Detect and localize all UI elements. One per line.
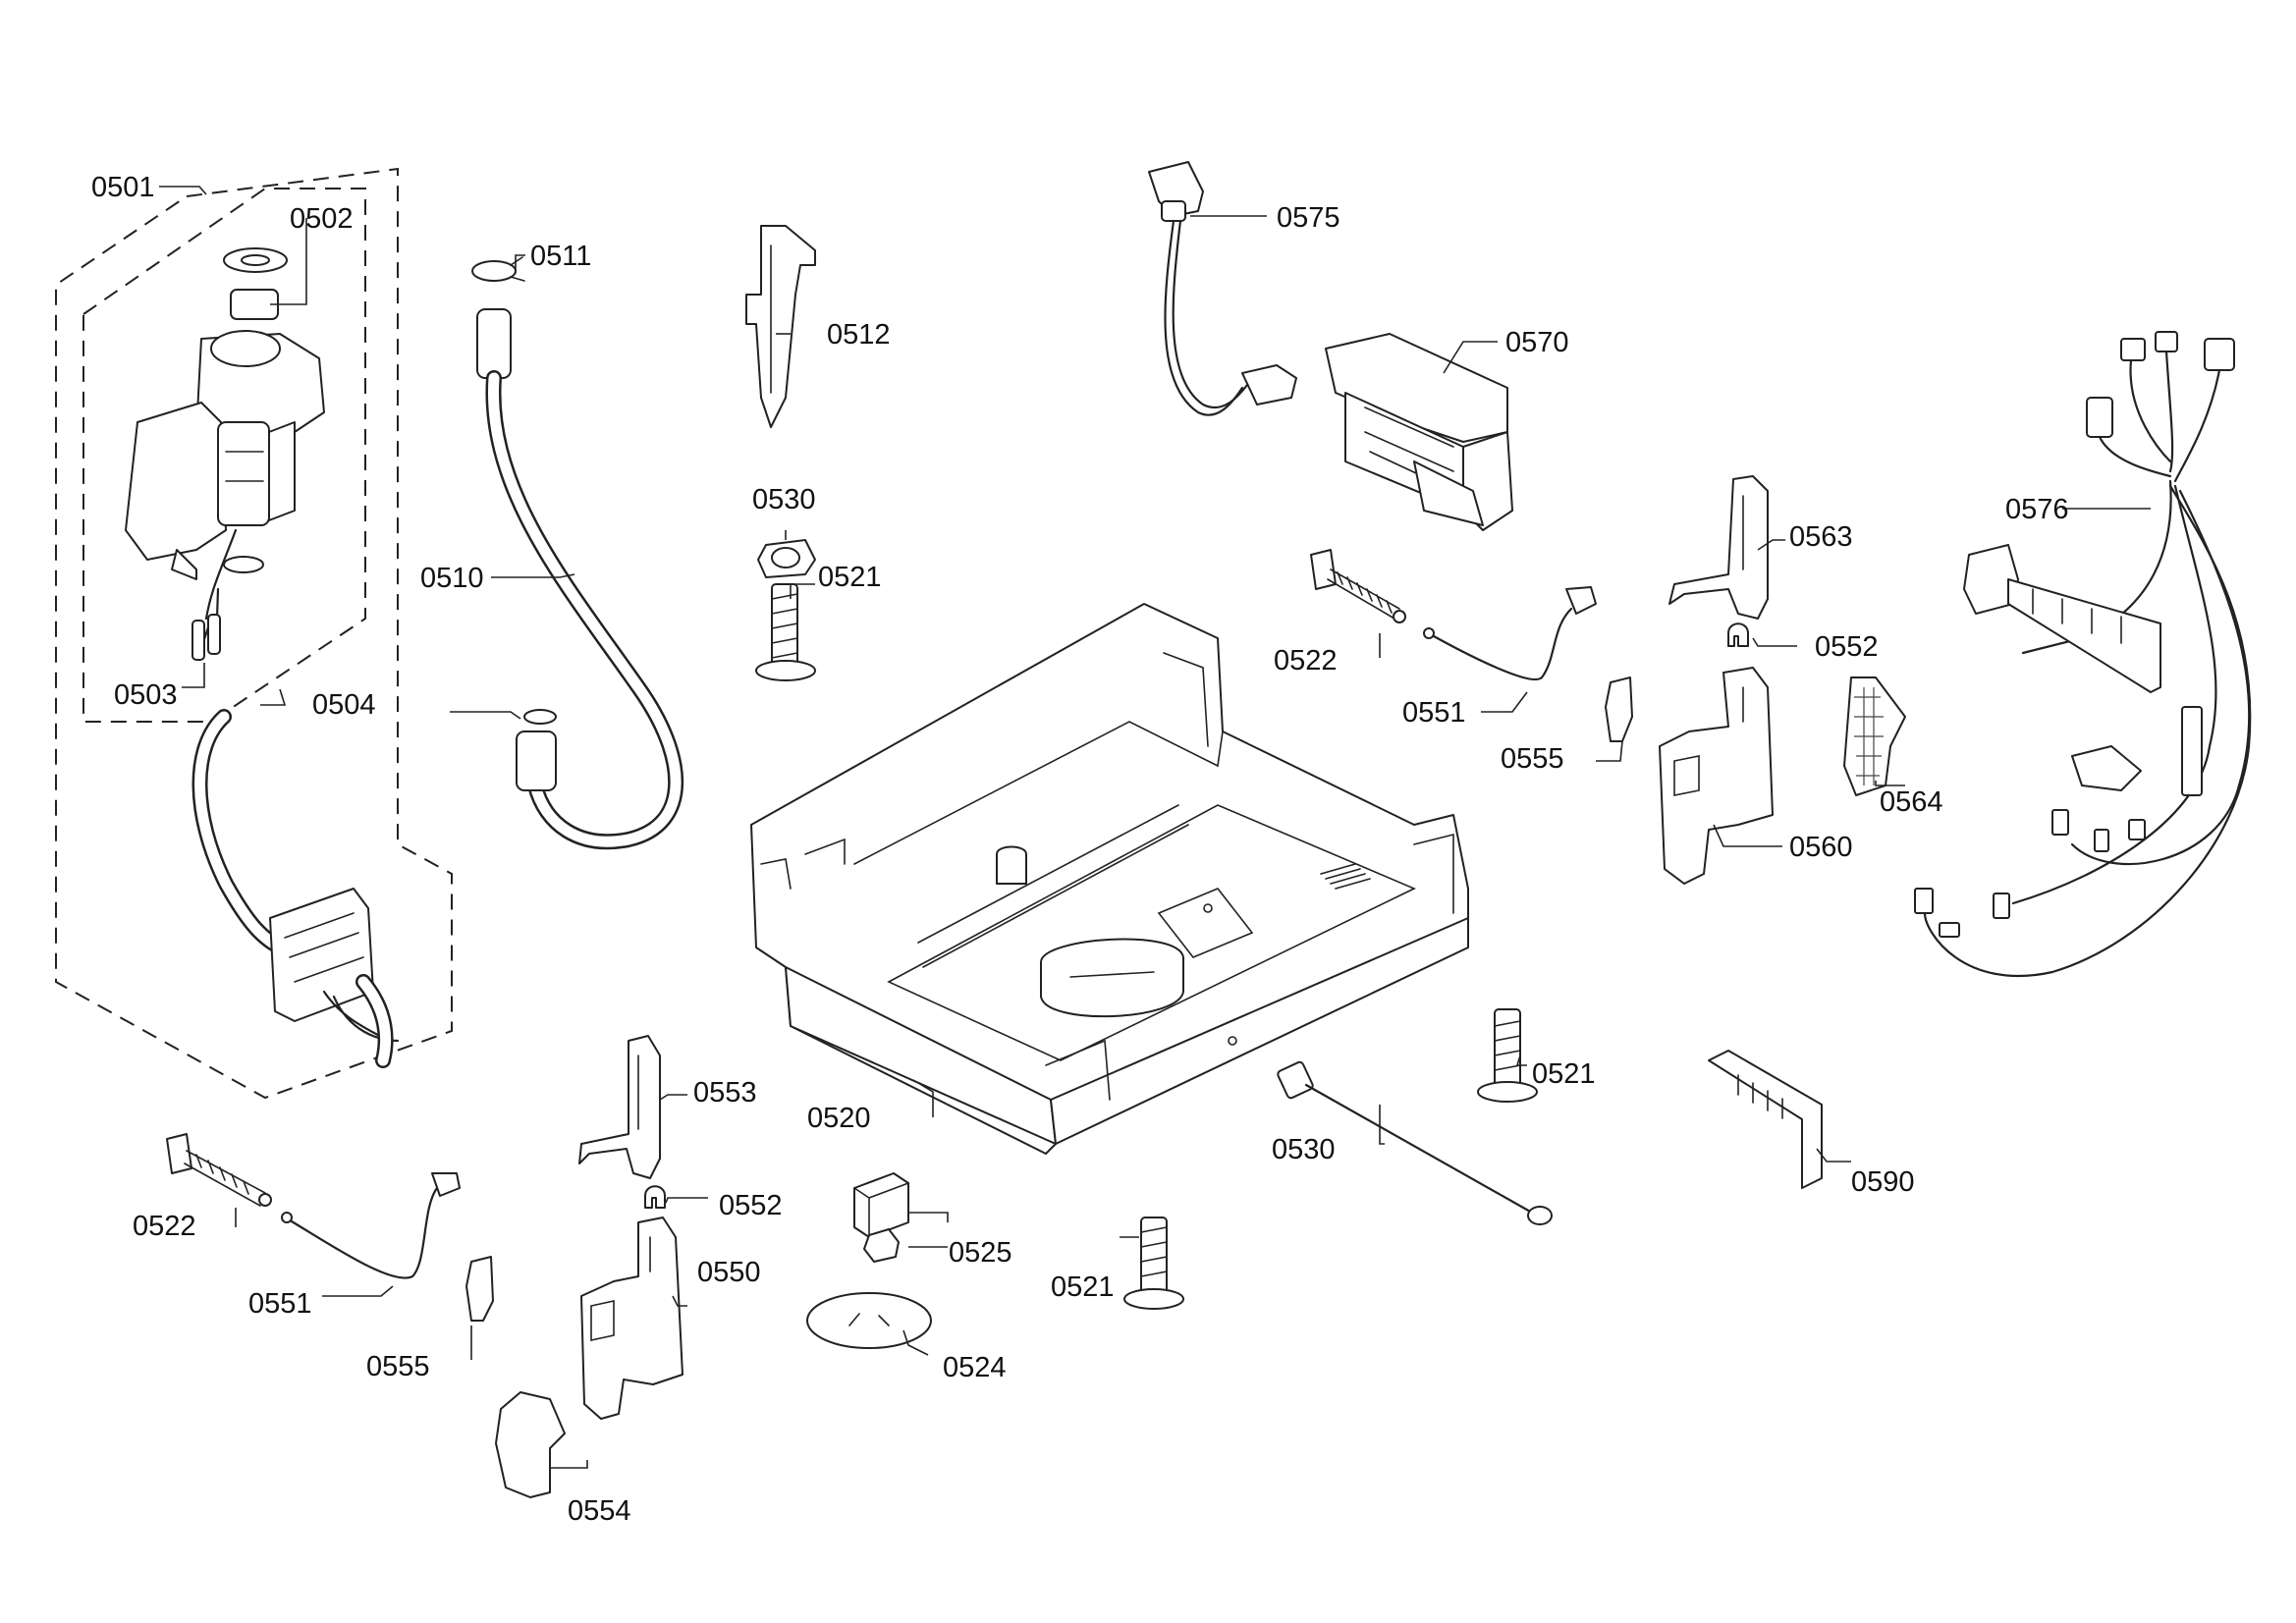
- label-0520: 0520: [807, 1103, 871, 1134]
- label-0553: 0553: [693, 1077, 757, 1109]
- foot-screw-0521-upper[interactable]: [755, 583, 816, 681]
- label-0530-lower: 0530: [1272, 1134, 1336, 1165]
- clip-0552-right[interactable]: [1727, 622, 1749, 647]
- side-bracket-0550[interactable]: [580, 1217, 683, 1420]
- wiring-harness-0576[interactable]: [1914, 331, 2252, 978]
- label-0512: 0512: [827, 319, 891, 351]
- label-0590: 0590: [1851, 1166, 1915, 1198]
- cable-0551-left[interactable]: [281, 1172, 461, 1279]
- label-0521-upper: 0521: [818, 562, 882, 593]
- label-0570: 0570: [1505, 327, 1569, 358]
- side-bracket-0560[interactable]: [1659, 667, 1774, 885]
- label-0525: 0525: [949, 1237, 1012, 1269]
- label-0502: 0502: [290, 203, 354, 235]
- label-0555-left: 0555: [366, 1351, 430, 1382]
- label-0555-right: 0555: [1501, 743, 1564, 775]
- spring-0522-left[interactable]: [166, 1133, 272, 1207]
- power-cord-0575[interactable]: [1148, 161, 1297, 416]
- water-valve-0502[interactable]: [125, 247, 325, 661]
- spring-0522-right[interactable]: [1310, 549, 1406, 623]
- label-0564: 0564: [1880, 786, 1943, 818]
- foot-screw-0521-lower[interactable]: [1123, 1217, 1184, 1310]
- power-module-0570[interactable]: [1325, 333, 1513, 531]
- label-0521-lower: 0521: [1051, 1271, 1115, 1303]
- leader-lines: [159, 186, 2151, 1469]
- hose-clamp-0511[interactable]: [471, 256, 525, 282]
- hinge-bracket-0553[interactable]: [578, 1035, 661, 1179]
- aquastop-hose-0504[interactable]: [191, 709, 400, 1068]
- label-0554: 0554: [568, 1495, 631, 1527]
- bracket-strip-0590[interactable]: [1708, 1050, 1823, 1189]
- adjusting-nut-0530-upper[interactable]: [757, 539, 816, 578]
- part-labels: 0501 0502 0503 0504 0510 0511 0512 0530 …: [91, 172, 2069, 1527]
- label-0551-right: 0551: [1402, 697, 1466, 729]
- foot-screw-0521-right[interactable]: [1477, 1008, 1538, 1103]
- label-0522-left: 0522: [133, 1211, 196, 1242]
- base-frame-0520[interactable]: [750, 603, 1469, 1155]
- label-0511: 0511: [530, 241, 591, 272]
- label-0501: 0501: [91, 172, 155, 203]
- hinge-bracket-0563[interactable]: [1668, 475, 1769, 620]
- mounting-bracket-0512[interactable]: [745, 225, 816, 428]
- clip-0552-left[interactable]: [644, 1185, 666, 1209]
- cable-0551-right[interactable]: [1423, 586, 1597, 680]
- label-0550: 0550: [697, 1257, 761, 1288]
- assembly-0501-outline: [55, 167, 453, 1100]
- label-0575: 0575: [1277, 202, 1340, 234]
- cable-clip-0555-right[interactable]: [1605, 676, 1633, 742]
- label-0560: 0560: [1789, 832, 1853, 863]
- label-0552-right: 0552: [1815, 631, 1879, 663]
- disc-0524[interactable]: [806, 1292, 932, 1349]
- label-0563: 0563: [1789, 521, 1853, 553]
- label-0510: 0510: [420, 563, 484, 594]
- label-0551-left: 0551: [248, 1288, 312, 1320]
- bracket-cover-0554[interactable]: [495, 1391, 566, 1498]
- drain-hose-0510[interactable]: [476, 308, 684, 850]
- label-0521-right: 0521: [1532, 1058, 1596, 1090]
- sensor-0525[interactable]: [853, 1172, 909, 1263]
- label-0524: 0524: [943, 1352, 1007, 1383]
- label-0522-right: 0522: [1274, 645, 1338, 676]
- label-0530-upper: 0530: [752, 484, 816, 515]
- label-0504: 0504: [312, 689, 376, 721]
- cable-clip-0555-left[interactable]: [465, 1256, 494, 1322]
- label-0552-left: 0552: [719, 1190, 783, 1221]
- adjustment-rod-0530[interactable]: [1277, 1060, 1553, 1225]
- label-0503: 0503: [114, 679, 178, 711]
- insulation-block-0564[interactable]: [1843, 676, 1906, 796]
- label-0576: 0576: [2005, 494, 2069, 525]
